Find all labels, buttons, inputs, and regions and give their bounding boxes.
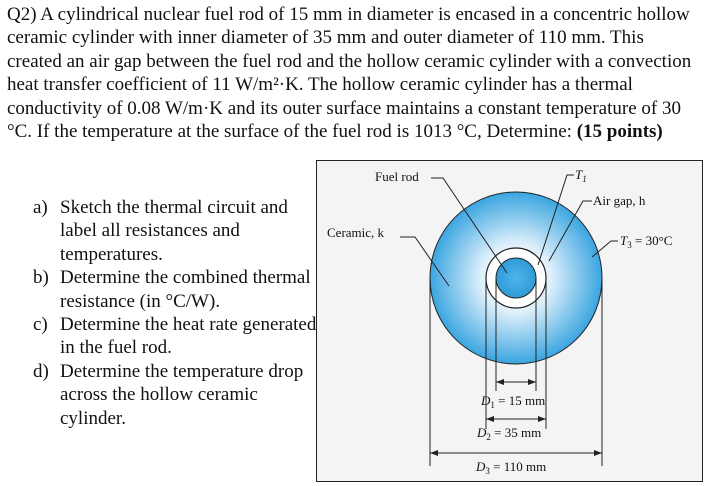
t1-label: T1 [575,167,587,184]
part-b: b) Determine the combined thermal resist… [33,266,323,313]
part-text: Determine the heat rate generated in the… [60,314,317,359]
d3-label: D3 = 110 mm [475,459,546,476]
part-label: b) [33,267,49,289]
part-label: a) [33,197,48,218]
air-gap-label: Air gap, h [593,193,646,208]
points-label: (15 points) [576,121,663,143]
t3-label: T3 = 30°C [620,233,672,250]
part-d: d) Determine the temperature drop across… [33,360,323,430]
part-c: c) Determine the heat rate generated in … [33,313,323,360]
problem-statement: Q2) A cylindrical nuclear fuel rod of 15… [7,3,703,143]
part-text: Determine the temperature drop across th… [60,360,304,429]
part-text: Determine the combined thermal resistanc… [60,267,311,312]
part-label: c) [33,314,48,336]
part-text: Sketch the thermal circuit and label all… [60,197,288,265]
problem-text: A cylindrical nuclear fuel rod of 15 mm … [7,4,692,143]
cross-section-diagram: Fuel rod T1 Air gap, h Ceramic, k T3 = 3… [327,167,672,476]
fuel-rod-figure: Fuel rod T1 Air gap, h Ceramic, k T3 = 3… [316,160,703,482]
part-label: d) [33,360,49,382]
d2-label: D2 = 35 mm [476,425,541,442]
question-number: Q2) [7,4,41,25]
part-a: a) Sketch the thermal circuit and label … [33,196,323,266]
fuel-rod [495,257,537,299]
leader-lines [400,174,618,287]
fuel-rod-label: Fuel rod [375,169,419,184]
ceramic-label: Ceramic, k [327,225,385,240]
question-parts: a) Sketch the thermal circuit and label … [33,196,323,430]
d1-label: D1 = 15 mm [480,393,545,410]
